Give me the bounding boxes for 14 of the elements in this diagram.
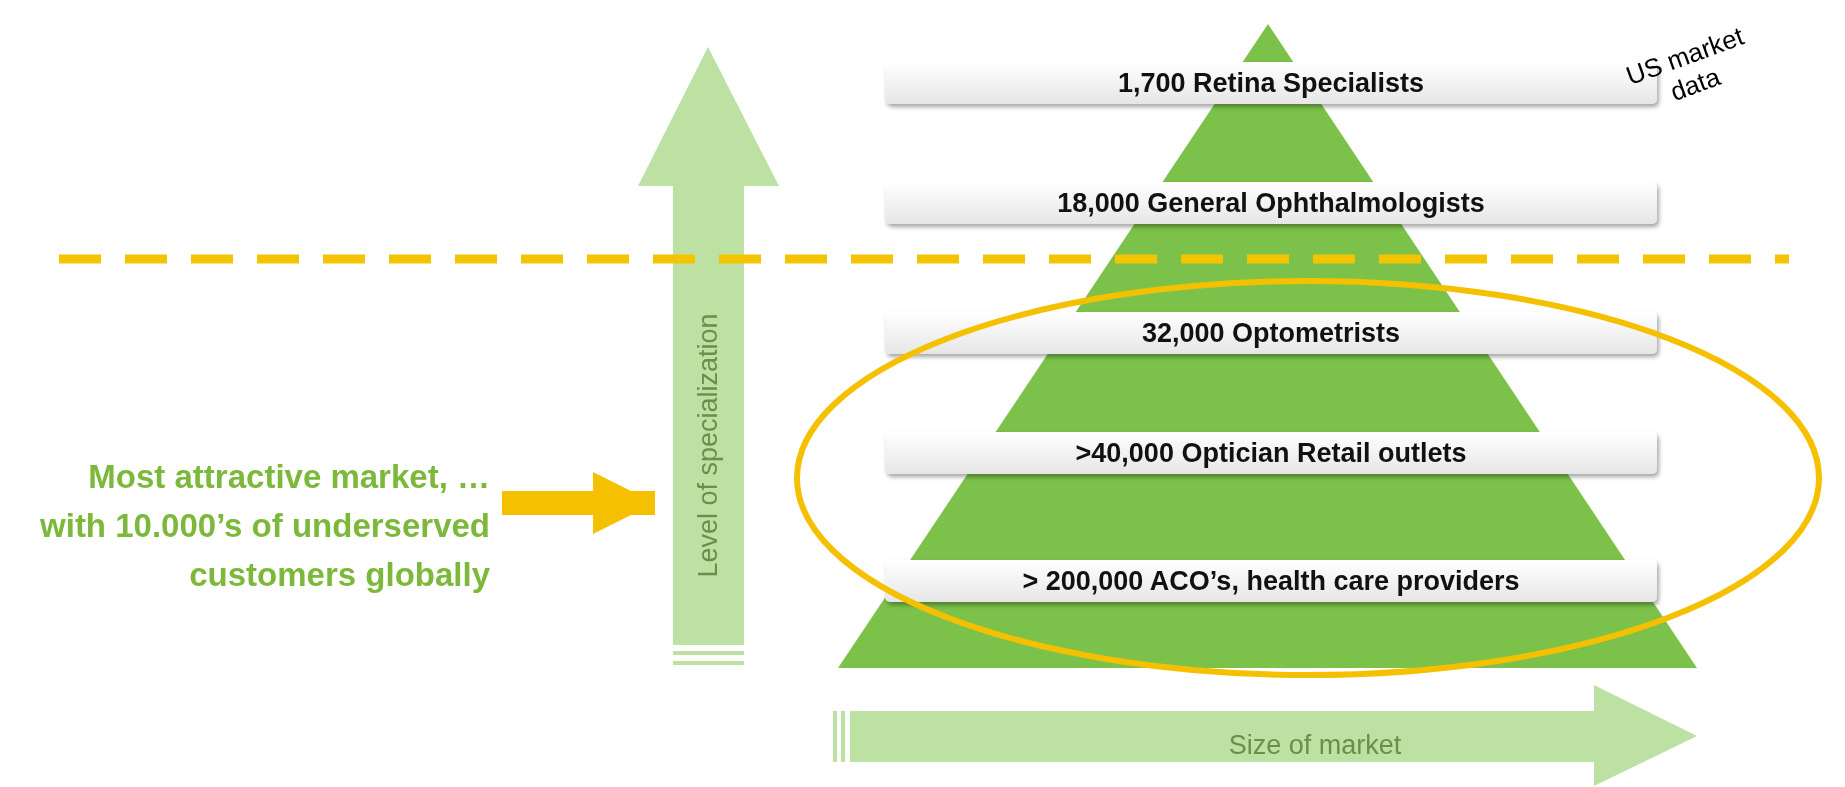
- bar-label: 1,700 Retina Specialists: [1117, 67, 1425, 99]
- label-bar: [885, 432, 1657, 474]
- bar-label: 32,000 Optometrists: [1141, 317, 1401, 349]
- label-bar: [885, 182, 1657, 224]
- label-bar: [885, 312, 1657, 354]
- bar-label: >40,000 Optician Retail outlets: [1075, 437, 1467, 469]
- bar-label: > 200,000 ACO’s, health care providers: [1022, 565, 1520, 597]
- note-text: US market data: [1621, 19, 1749, 109]
- arrow: [502, 471, 655, 535]
- axis-label: Level of specialization: [693, 312, 724, 578]
- axis-label: Size of market: [1228, 729, 1402, 761]
- bar-label: 18,000 General Ophthalmologists: [1057, 187, 1485, 219]
- callout-text: Most attractive market, … with 10.000’s of underserved customers globally: [39, 456, 490, 595]
- label-bar: [885, 560, 1657, 602]
